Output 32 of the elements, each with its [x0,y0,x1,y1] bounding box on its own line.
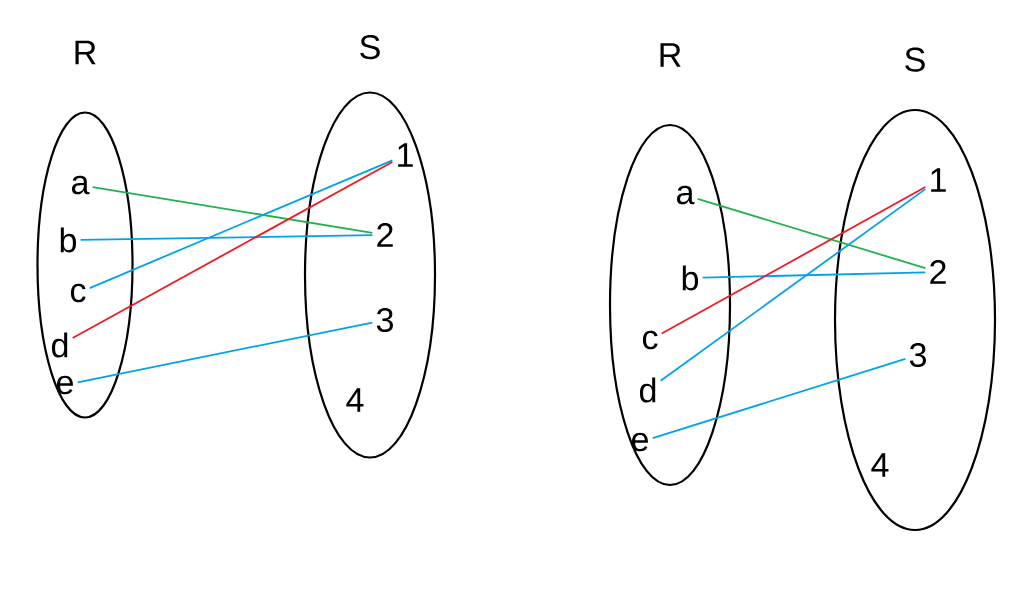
element-label: 3 [909,342,926,368]
element-label: e [57,375,73,395]
mapping-line [79,234,374,241]
element-label: 4 [346,388,364,412]
mapping-line [659,188,927,382]
element-label: 3 [376,307,393,333]
element-label: d [640,377,656,403]
element-label: 1 [931,168,946,192]
node-label: R [75,40,96,65]
element-label: c [70,283,86,303]
element-label: 2 [930,260,946,284]
element-label: b [682,265,699,291]
element-label: d [52,332,68,358]
element-label: 1 [398,143,413,167]
element-label: a [677,185,695,205]
mapping-line [76,321,374,384]
mapping-line [71,161,394,339]
element-label: b [60,227,77,253]
element-label: c [642,330,658,350]
mapping-line [660,186,927,335]
node-label: R [660,43,681,67]
node-label: S [360,35,380,60]
mapping-line [696,197,927,270]
mapping-line [651,358,907,439]
element-label: a [72,175,90,195]
element-label: e [632,432,648,452]
element-label: 4 [871,453,889,477]
element-label: 2 [377,223,393,247]
mapping-line [701,271,927,279]
node-label: S [905,47,925,72]
mapping-line [91,186,374,234]
mapping-line [88,159,394,289]
